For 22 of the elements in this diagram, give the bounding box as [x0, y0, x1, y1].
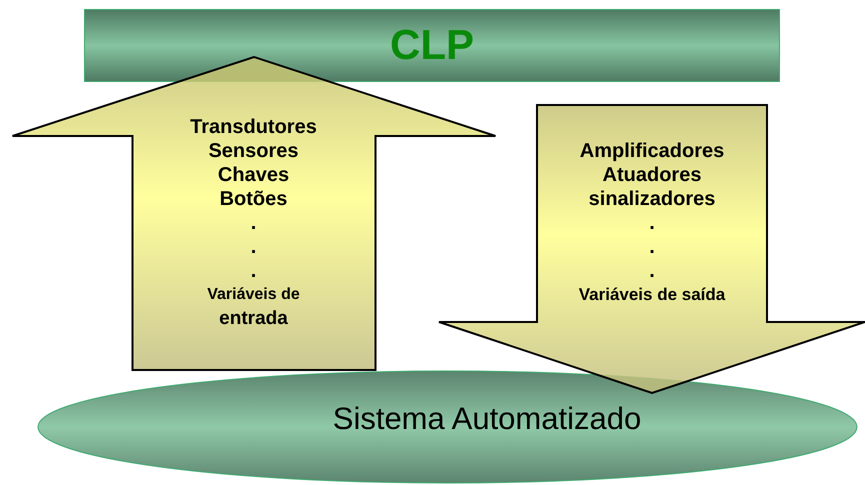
- node-text: Sensores: [208, 139, 299, 163]
- node-text: Botões: [220, 187, 288, 211]
- node-text: .: [250, 211, 256, 235]
- node-text: .: [250, 235, 256, 259]
- node-text: entrada: [219, 307, 288, 331]
- node-text: Variáveis de: [207, 285, 300, 305]
- node-text: Sistema Automatizado: [332, 401, 642, 437]
- node-text: CLP: [390, 21, 474, 69]
- node-text: .: [649, 235, 655, 259]
- node-text: .: [649, 259, 655, 283]
- node-text: Amplificadores: [580, 139, 724, 163]
- block-arrow: [12, 56, 496, 371]
- node-text: .: [649, 211, 655, 235]
- node-text: sinalizadores: [588, 187, 716, 211]
- node-text: .: [250, 259, 256, 283]
- system-ellipse: [37, 370, 858, 484]
- plc-bar: [84, 9, 780, 82]
- node-text: Variáveis de saída: [578, 284, 726, 306]
- block-arrow: [438, 104, 865, 394]
- node-text: Transdutores: [190, 115, 317, 139]
- node-text: Chaves: [218, 163, 290, 187]
- node-text: Atuadores: [602, 163, 702, 187]
